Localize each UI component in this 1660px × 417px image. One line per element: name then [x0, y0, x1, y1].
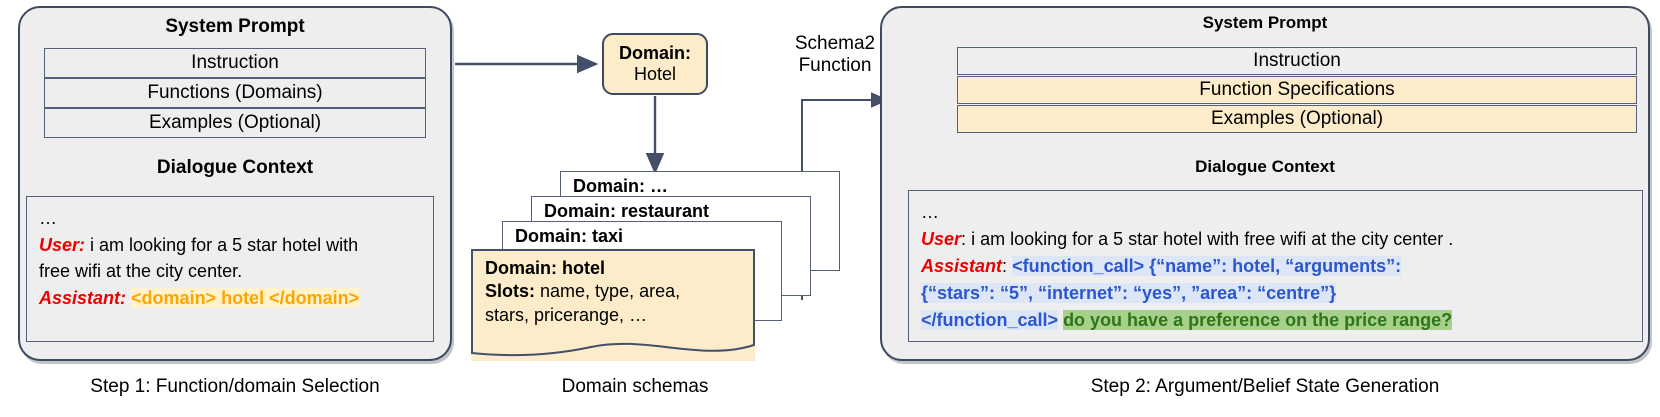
- right-assistant-speaker-label: Assistant: [921, 256, 1003, 276]
- domain-hotel-box[interactable]: Domain: Hotel: [602, 33, 708, 95]
- domain-schemas-caption: Domain schemas: [561, 376, 709, 397]
- right-dialogue-ellipsis: …: [921, 202, 939, 222]
- hotel-domain-value: hotel: [562, 258, 606, 278]
- schema-card-generic-title: Domain: …: [573, 176, 669, 196]
- right-function-call-line2: {“stars”: “5”, “internet”: “yes”, ”area”…: [921, 283, 1337, 303]
- left-user-speaker-label: User:: [39, 234, 86, 255]
- hotel-slots-value: name, type, area, stars, pricerange, …: [485, 281, 681, 325]
- schema2function-line2: Function: [798, 55, 872, 77]
- schema-card-restaurant-title: Domain: restaurant: [544, 201, 710, 221]
- step2-caption: Step 2: Argument/Belief State Generation: [1090, 376, 1440, 397]
- right-row-instruction[interactable]: Instruction: [957, 47, 1637, 75]
- right-dialogue-assistant-line1: Assistant: <function_call> {“name”: hote…: [921, 253, 1630, 280]
- hotel-domain-line: Domain: hotel: [485, 257, 715, 280]
- schema2function-line1: Schema2: [794, 33, 876, 54]
- right-row-examples-optional[interactable]: Examples (Optional): [957, 105, 1637, 133]
- right-function-call-line1: <function_call> {“name”: hotel, “argumen…: [1012, 256, 1402, 276]
- left-dialogue-box: … User: i am looking for a 5 star hotel …: [26, 196, 434, 342]
- schema-card-taxi-title: Domain: taxi: [515, 226, 624, 246]
- right-function-call-close-tag: </function_call>: [921, 310, 1059, 330]
- left-dialogue-context-title: Dialogue Context: [156, 157, 314, 178]
- schema-card-hotel[interactable]: Domain: hotel Slots: name, type, area, s…: [471, 249, 755, 361]
- right-assistant-colon: :: [1002, 256, 1008, 276]
- right-user-text: i am looking for a 5 star hotel with fre…: [971, 229, 1454, 249]
- left-row-instruction-label: Instruction: [191, 52, 279, 73]
- step1-caption: Step 1: Function/domain Selection: [90, 376, 380, 397]
- left-dialogue-assistant-line: Assistant: <domain> hotel </domain>: [39, 285, 421, 312]
- left-user-text-line1: i am looking for a 5 star hotel with: [90, 234, 359, 255]
- left-row-functions-domains-label: Functions (Domains): [147, 82, 323, 103]
- right-dialogue-assistant-line2: {“stars”: “5”, “internet”: “yes”, ”area”…: [921, 280, 1630, 307]
- hotel-slots-line: Slots: name, type, area, stars, priceran…: [485, 280, 715, 327]
- right-dialogue-context-title: Dialogue Context: [1195, 157, 1335, 176]
- right-dialogue-box: … User: i am looking for a 5 star hotel …: [908, 190, 1643, 342]
- left-system-prompt-title: System Prompt: [165, 16, 305, 37]
- right-row-function-specifications[interactable]: Function Specifications: [957, 76, 1637, 104]
- domain-hotel-key: Domain:: [619, 42, 691, 63]
- right-row-examples-optional-label: Examples (Optional): [1210, 108, 1384, 129]
- left-row-instruction[interactable]: Instruction: [44, 48, 426, 78]
- left-row-functions-domains[interactable]: Functions (Domains): [44, 78, 426, 108]
- right-dialogue-assistant-line3: </function_call> do you have a preferenc…: [921, 307, 1630, 334]
- right-row-instruction-label: Instruction: [1253, 50, 1341, 71]
- left-dialogue-user-line2: free wifi at the city center.: [39, 261, 243, 282]
- right-system-prompt-title: System Prompt: [1202, 13, 1328, 32]
- left-assistant-speaker-label: Assistant:: [39, 287, 127, 308]
- right-dialogue-user-line: User: i am looking for a 5 star hotel wi…: [921, 226, 1630, 253]
- hotel-domain-key: Domain:: [485, 258, 557, 278]
- right-assistant-response: do you have a preference on the price ra…: [1063, 310, 1453, 330]
- hotel-slots-key: Slots:: [485, 281, 536, 302]
- left-row-examples-optional[interactable]: Examples (Optional): [44, 108, 426, 138]
- right-row-function-specifications-label: Function Specifications: [1199, 79, 1395, 100]
- schema-card-hotel-shape: [471, 249, 755, 357]
- right-user-speaker-label: User: [921, 229, 962, 249]
- schema2function-label: Schema2 Function: [770, 33, 900, 78]
- left-dialogue-ellipsis: …: [39, 208, 57, 228]
- domain-hotel-value: Hotel: [633, 64, 677, 84]
- left-assistant-domain-tag: <domain> hotel </domain>: [131, 287, 360, 308]
- left-row-examples-optional-label: Examples (Optional): [148, 112, 322, 133]
- left-dialogue-user-line1: User: i am looking for a 5 star hotel wi…: [39, 232, 421, 259]
- right-user-colon: :: [961, 229, 967, 249]
- schema-card-hotel-text: Domain: hotel Slots: name, type, area, s…: [485, 257, 715, 327]
